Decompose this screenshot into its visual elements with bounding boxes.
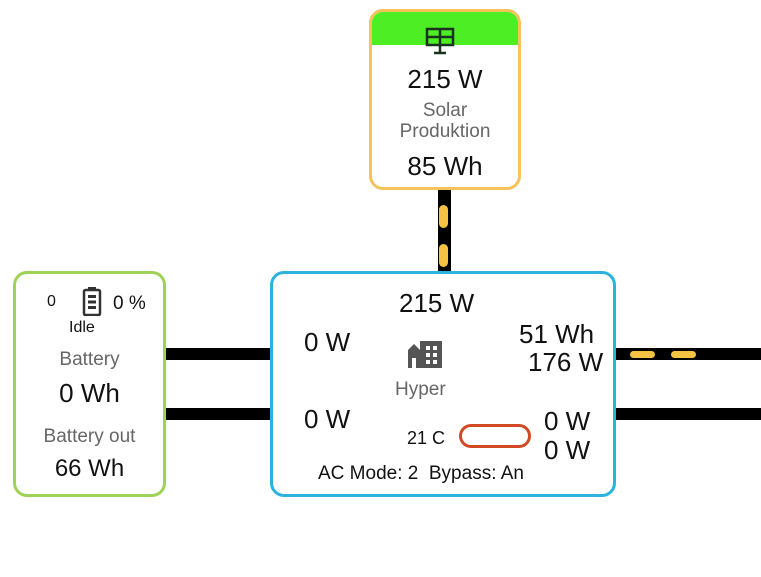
hyper-right-power: 176 W [528,347,604,377]
flow-dot [671,351,696,358]
battery-out-label: Battery out [43,426,136,447]
hyper-right-bottom-power-2: 0 W [544,435,591,465]
solar-power: 215 W [407,64,483,94]
solar-card[interactable]: 215 W Solar Produktion 85 Wh [369,9,521,190]
solar-label-line2: Produktion [399,121,491,142]
hyper-temperature: 21 C [407,428,446,448]
battery-state: Idle [69,319,95,336]
solar-energy: 85 Wh [407,151,483,181]
solar-panel-icon [425,27,455,55]
hyper-card[interactable]: 215 W 0 W 51 Wh 176 W Hyper 0 W 21 C 0 W… [270,271,616,497]
battery-card[interactable]: 0 0 % Idle Battery 0 Wh Battery out 66 W… [13,271,166,497]
temperature-indicator [459,424,531,448]
battery-to-hyper-line-bottom [166,408,270,420]
hyper-right-energy: 51 Wh [519,319,595,349]
hyper-status: AC Mode: 2 Bypass: An [318,463,524,484]
battery-to-hyper-line-top [166,348,270,360]
battery-icon [82,287,102,316]
solar-label-line1: Solar [422,100,468,121]
battery-out-energy: 66 Wh [54,455,125,482]
building-icon [408,341,442,368]
hyper-top-power: 215 W [399,288,475,318]
hyper-left-top-power: 0 W [304,327,351,357]
battery-label: Battery [59,349,120,370]
flow-dot [439,205,448,228]
hyper-to-grid-line-bottom [616,408,761,420]
hyper-right-bottom-power-1: 0 W [544,406,591,436]
battery-soc: 0 % [113,293,146,314]
flow-dot [630,351,655,358]
battery-left-value: 0 [47,293,56,310]
hyper-name: Hyper [395,379,446,400]
hyper-left-bottom-power: 0 W [304,404,351,434]
battery-energy: 0 Wh [59,378,120,408]
flow-dot [439,244,448,267]
